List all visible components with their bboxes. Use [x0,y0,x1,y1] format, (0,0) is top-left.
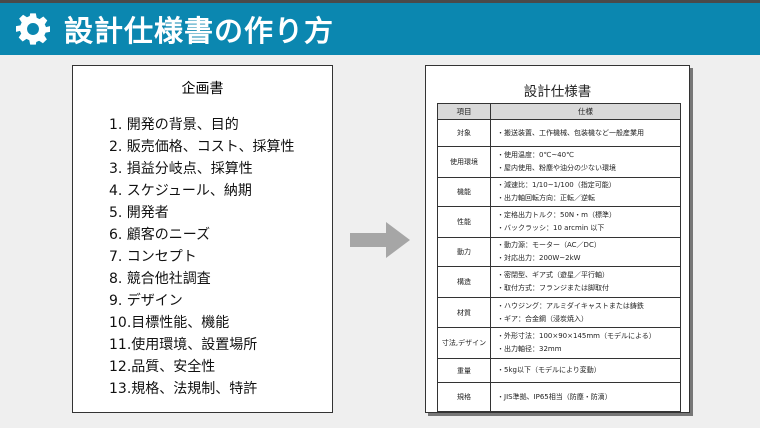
gear-icon [16,13,50,45]
spec-line: ・対応出力：200W~2kW [497,254,581,262]
row-item: 構造 [437,266,491,298]
row-item: 機能 [437,177,491,207]
table-row: 規格・JIS準拠、IP65相当（防塵・防滴） [437,382,681,412]
col-item: 項目 [437,103,491,120]
row-item: 寸法,デザイン [437,327,491,359]
table-row: 寸法,デザイン・外形寸法：100×90×145mm（モデルによる） ・出力軸径：3… [437,327,681,359]
row-spec: ・減速比：1/10~1/100（指定可能） ・出力軸回転方向：正転／逆転 [490,177,681,207]
table-row: 構造・密閉型、ギア式（遊星／平行軸） ・取付方式：フランジまたは脚取付 [437,266,681,298]
spec-line: ・出力軸径：32mm [497,345,562,353]
header-bar: 設計仕様書の作り方 [0,3,760,55]
plan-item: 3. 損益分岐点、採算性 [109,161,253,177]
spec-line: ・密閉型、ギア式（遊星／平行軸） [497,271,609,279]
spec-line: ・取付方式：フランジまたは脚取付 [497,284,609,292]
top-strip [0,0,760,3]
plan-item: 8. 競合他社調査 [109,271,211,287]
row-spec: ・JIS準拠、IP65相当（防塵・防滴） [490,382,681,412]
page-title: 設計仕様書の作り方 [64,14,335,48]
plan-item: 2. 販売価格、コスト、採算性 [109,139,295,155]
plan-item: 5. 開発者 [109,205,169,221]
plan-item: 12.品質、安全性 [109,359,216,375]
plan-items: 1. 開発の背景、目的 2. 販売価格、コスト、採算性 3. 損益分岐点、採算性 4.… [109,114,332,400]
row-spec: ・動力源：モーター（AC／DC） ・対応出力：200W~2kW [490,237,681,267]
plan-item: 6. 顧客のニーズ [109,227,211,243]
row-spec: ・ハウジング：アルミダイキャストまたは鋳鉄・ギア：合金鋼（浸炭焼入） [490,297,681,328]
row-item: 規格 [437,382,491,412]
table-row: 対象・搬送装置、工作機械、包装機など一般産業用 [437,119,681,147]
plan-item: 7. コンセプト [109,249,197,265]
row-item: 重量 [437,358,491,383]
row-item: 対象 [437,119,491,147]
plan-document: 企画書 1. 開発の背景、目的 2. 販売価格、コスト、採算性 3. 損益分岐点、採… [72,65,333,413]
table-row: 重量・5kg以下（モデルにより変動） [437,358,681,383]
spec-line: ・定格出力トルク：50N・m（標準） [497,211,616,219]
spec-line: ・ギア：合金鋼（浸炭焼入） [497,314,588,323]
row-spec: ・使用温度：0℃~40℃ ・屋内使用、粉塵や油分の少ない環境 [490,146,681,178]
plan-title: 企画書 [181,81,224,97]
spec-line: ・搬送装置、工作機械、包装機など一般産業用 [497,128,644,137]
spec-line: ・使用温度：0℃~40℃ [497,151,574,159]
plan-item: 11.使用環境、設置場所 [109,337,258,353]
row-item: 使用環境 [437,146,491,178]
row-spec: ・密閉型、ギア式（遊星／平行軸） ・取付方式：フランジまたは脚取付 [490,266,681,298]
table-row: 性能・定格出力トルク：50N・m（標準） ・バックラッシ：10 arcmin 以下 [437,206,681,238]
table-row: 動力・動力源：モーター（AC／DC） ・対応出力：200W~2kW [437,237,681,267]
plan-item: 10.目標性能、機能 [109,315,230,331]
spec-document: 設計仕様書 項目仕様 対象・搬送装置、工作機械、包装機など一般産業用使用環境・使… [425,65,690,413]
spec-line: ・出力軸回転方向：正転／逆転 [497,194,595,202]
row-item: 材質 [437,297,491,328]
spec-line: ・JIS準拠、IP65相当（防塵・防滴） [497,392,612,401]
row-spec: ・外形寸法：100×90×145mm（モデルによる） ・出力軸径：32mm [490,327,681,359]
spec-line: ・ハウジング：アルミダイキャストまたは鋳鉄 [497,301,644,310]
plan-item: 4. スケジュール、納期 [109,183,252,199]
row-item: 性能 [437,206,491,238]
row-spec: ・5kg以下（モデルにより変動） [490,358,681,383]
row-item: 動力 [437,237,491,267]
spec-line: ・バックラッシ：10 arcmin 以下 [497,224,605,232]
plan-item: 13.規格、法規制、特許 [109,381,258,397]
table-row: 材質・ハウジング：アルミダイキャストまたは鋳鉄・ギア：合金鋼（浸炭焼入） [437,297,681,328]
spec-line: ・動力源：モーター（AC／DC） [497,241,601,249]
spec-line: ・外形寸法：100×90×145mm（モデルによる） [497,332,656,340]
table-row: 使用環境・使用温度：0℃~40℃ ・屋内使用、粉塵や油分の少ない環境 [437,146,681,178]
spec-table: 項目仕様 対象・搬送装置、工作機械、包装機など一般産業用使用環境・使用温度：0℃… [437,103,681,412]
spec-line: ・屋内使用、粉塵や油分の少ない環境 [497,164,616,172]
plan-item: 9. デザイン [109,293,183,309]
arrow-right-icon [350,222,410,258]
row-spec: ・定格出力トルク：50N・m（標準） ・バックラッシ：10 arcmin 以下 [490,206,681,238]
plan-item: 1. 開発の背景、目的 [109,117,239,133]
spec-line: ・減速比：1/10~1/100（指定可能） [497,181,616,189]
spec-title: 設計仕様書 [523,84,592,100]
table-row: 機能・減速比：1/10~1/100（指定可能） ・出力軸回転方向：正転／逆転 [437,177,681,207]
row-spec: ・搬送装置、工作機械、包装機など一般産業用 [490,119,681,147]
col-spec: 仕様 [490,103,681,120]
spec-line: ・5kg以下（モデルにより変動） [497,366,601,374]
